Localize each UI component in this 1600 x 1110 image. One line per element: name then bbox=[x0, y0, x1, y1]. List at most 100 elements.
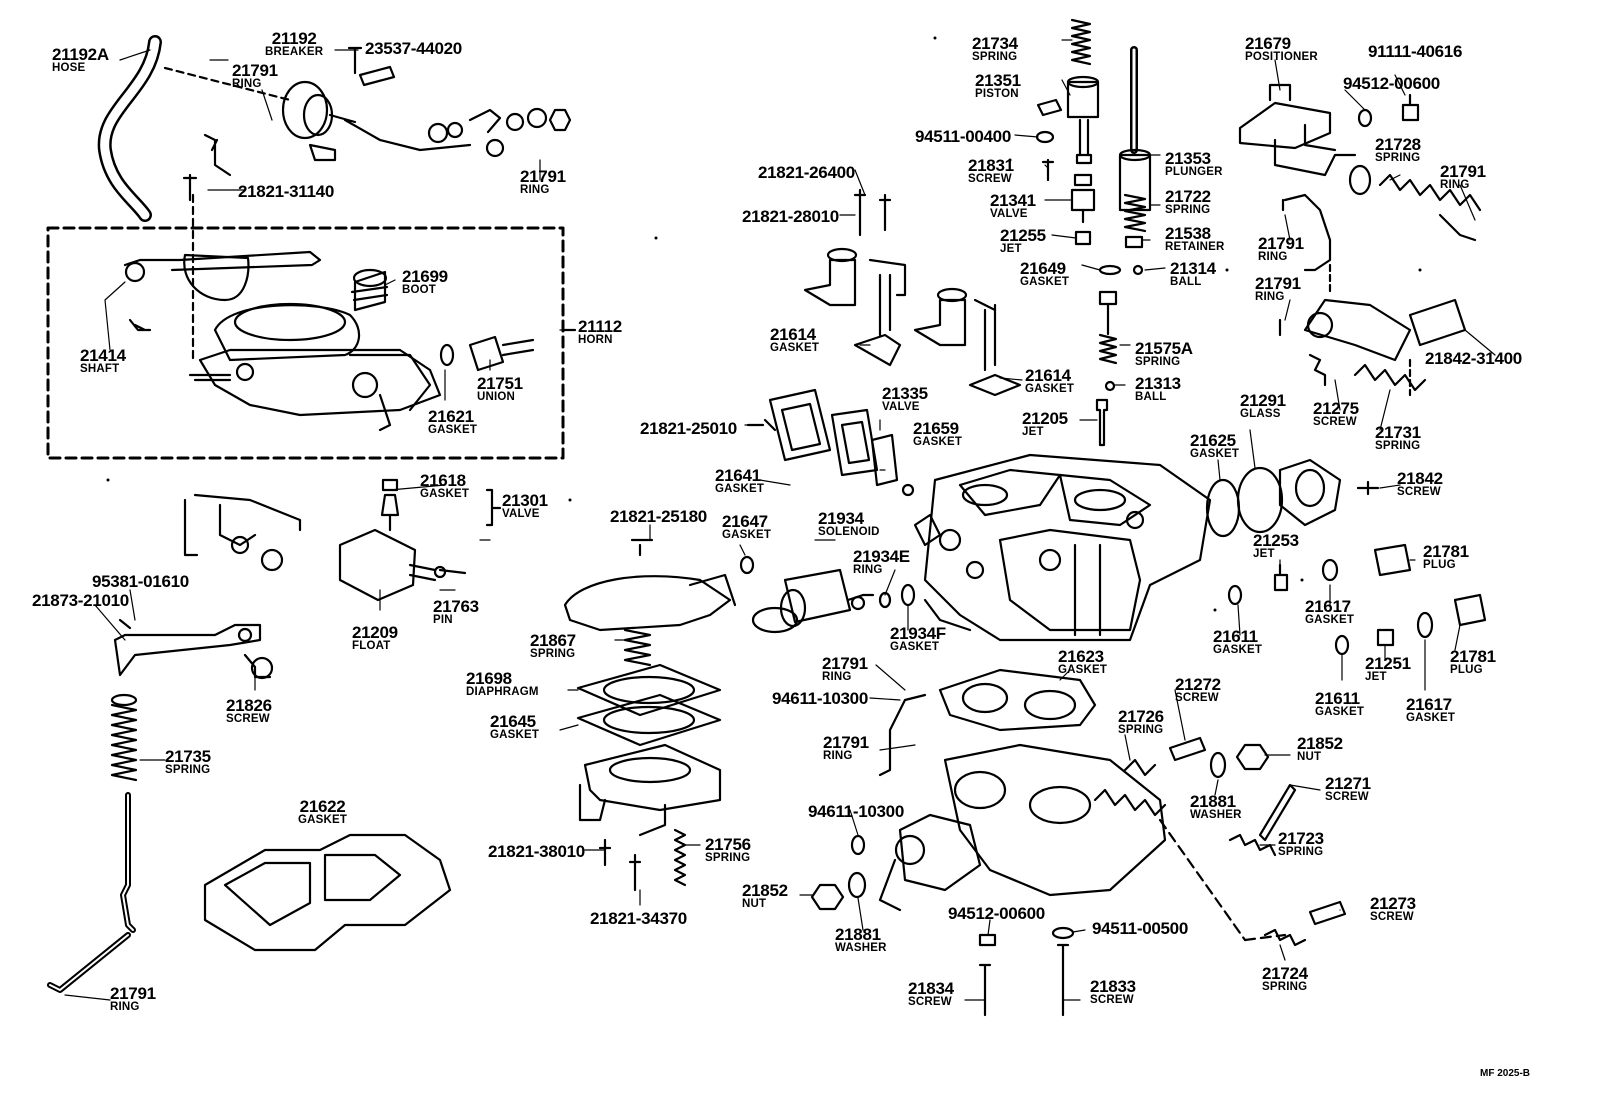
boot-part bbox=[350, 268, 389, 312]
part-number: 21251 bbox=[1365, 654, 1411, 673]
part-number: 21821-28010 bbox=[742, 207, 839, 226]
callout-91111-40616: 91111-40616 bbox=[1368, 43, 1462, 60]
part-name: SPRING bbox=[165, 764, 211, 776]
part-name: HOSE bbox=[52, 62, 86, 74]
screw-21821-25010 bbox=[746, 418, 777, 432]
callout-21821-31140: 21821-31140 bbox=[238, 183, 334, 200]
callout-21821-26400: 21821-26400 bbox=[758, 164, 855, 181]
part-number: 21791 bbox=[1255, 274, 1301, 293]
gasket-21625 bbox=[1205, 478, 1241, 538]
part-number: 21791 bbox=[1258, 234, 1304, 253]
part-name: GLASS bbox=[1240, 408, 1281, 420]
part-name: GASKET bbox=[420, 488, 470, 500]
part-number: 21314 bbox=[1170, 259, 1216, 278]
part-number: 21791 bbox=[822, 654, 868, 673]
part-name: VALVE bbox=[502, 508, 540, 520]
nut-21852-b bbox=[810, 883, 845, 911]
part-name: SPRING bbox=[1165, 204, 1211, 216]
part-number: 21723 bbox=[1278, 829, 1324, 848]
breaker-part bbox=[281, 46, 572, 162]
plug-21781b bbox=[1453, 593, 1487, 627]
shaft-spring bbox=[128, 318, 152, 332]
part-number: 21751 bbox=[477, 374, 523, 393]
hose-part bbox=[97, 35, 162, 222]
part-number: 21791 bbox=[520, 167, 566, 186]
part-name: SPRING bbox=[1278, 846, 1324, 858]
part-number: 95381-01610 bbox=[92, 572, 189, 591]
part-name: DIAPHRAGM bbox=[466, 686, 539, 698]
part-number: 21735 bbox=[165, 747, 211, 766]
choke-parts bbox=[803, 188, 1022, 397]
callout-94611-10300-a: 94611-10300 bbox=[772, 690, 868, 707]
part-name: SCREW bbox=[908, 996, 952, 1008]
part-name: VALVE bbox=[990, 208, 1028, 220]
callout-21821-25010: 21821-25010 bbox=[640, 420, 737, 437]
part-name: JET bbox=[1022, 426, 1044, 438]
spring-21728 bbox=[1378, 173, 1482, 242]
rod-21791-b bbox=[878, 693, 927, 777]
callout-21821-38010: 21821-38010 bbox=[488, 843, 585, 860]
part-number: 21273 bbox=[1370, 894, 1416, 913]
plunger-21353 bbox=[1118, 46, 1152, 212]
part-name: GASKET bbox=[1190, 448, 1240, 460]
part-name: JET bbox=[1365, 671, 1387, 683]
part-number: 21622 bbox=[299, 797, 346, 816]
part-number: 21679 bbox=[1245, 34, 1291, 53]
part-number: 21255 bbox=[1000, 226, 1046, 245]
part-name: PISTON bbox=[975, 88, 1019, 100]
part-name: SCREW bbox=[1397, 486, 1441, 498]
callout-21821-25180: 21821-25180 bbox=[610, 508, 707, 525]
horn-body bbox=[123, 250, 442, 432]
part-number: 21881 bbox=[1190, 792, 1236, 811]
callout-94511-00500: 94511-00500 bbox=[1092, 920, 1188, 937]
part-number: 21724 bbox=[1262, 964, 1308, 983]
part-number: 21821-26400 bbox=[758, 163, 855, 182]
callout-21873-21010: 21873-21010 bbox=[32, 592, 129, 609]
hose-leader-dashed bbox=[163, 66, 292, 102]
screw-21821-38010 bbox=[598, 838, 612, 867]
base-flange bbox=[878, 743, 1167, 912]
horn-group-box bbox=[46, 226, 565, 460]
screw-21833 bbox=[1056, 943, 1070, 1017]
rod-21791 bbox=[1283, 193, 1332, 272]
rod-21791 bbox=[47, 792, 136, 993]
part-number: 21253 bbox=[1253, 531, 1299, 550]
diaphragm-housing bbox=[578, 743, 722, 837]
part-number: 94611-10300 bbox=[808, 802, 904, 821]
glass-cover bbox=[1278, 458, 1342, 527]
part-number: 21112 bbox=[578, 317, 622, 336]
part-number: 21821-34370 bbox=[590, 909, 687, 928]
part-number: 21826 bbox=[226, 696, 272, 715]
part-number: 21734 bbox=[972, 34, 1018, 53]
callout-94611-10300-b: 94611-10300 bbox=[808, 803, 904, 820]
part-name: SPRING bbox=[1375, 440, 1421, 452]
part-number: 21641 bbox=[715, 466, 761, 485]
part-name: GASKET bbox=[913, 436, 963, 448]
spring-21722 bbox=[1123, 193, 1147, 233]
screw-21273 bbox=[1308, 900, 1347, 926]
part-name: RING bbox=[1440, 179, 1470, 191]
part-name: GASKET bbox=[722, 529, 772, 541]
